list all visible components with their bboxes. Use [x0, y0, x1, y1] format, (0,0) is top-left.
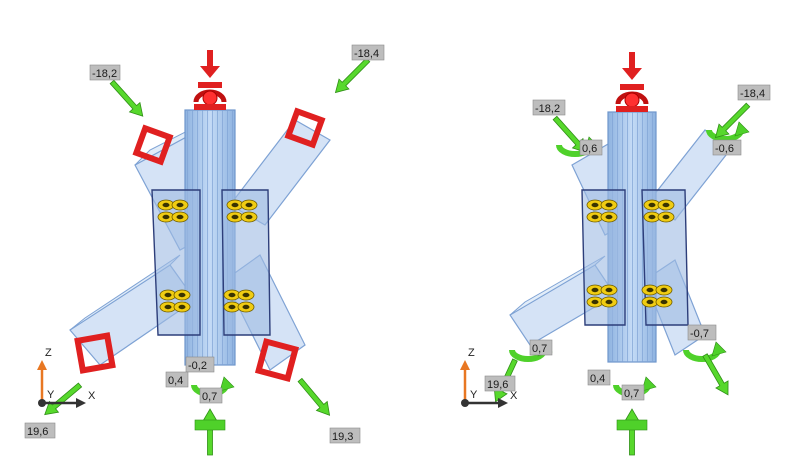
axis-triad-icon: Z Y X [37, 347, 96, 408]
svg-text:-0,6: -0,6 [715, 143, 734, 155]
green-force-arrow-icon [202, 408, 218, 456]
svg-text:-18,4: -18,4 [354, 48, 379, 60]
red-support-icon [194, 50, 226, 110]
green-force-arrow-icon [698, 351, 735, 399]
red-support-icon [616, 52, 648, 112]
value-label: -0,6 [712, 139, 742, 156]
svg-text:-18,2: -18,2 [92, 68, 117, 80]
axis-triad-icon: Z Y X [460, 347, 518, 408]
value-label: -0,7 [687, 324, 717, 341]
value-label: -18,4 [737, 84, 771, 101]
value-label: 0,7 [529, 339, 553, 356]
left-view: -18,2 -18,4 -0,2 0,4 0,7 19,6 19,3 Z Y X [24, 44, 385, 456]
svg-text:Y: Y [470, 389, 478, 401]
svg-text:Y: Y [47, 389, 55, 401]
svg-text:19,3: 19,3 [332, 431, 353, 443]
svg-text:Z: Z [468, 347, 475, 359]
svg-text:-18,2: -18,2 [535, 103, 560, 115]
value-label: 0,4 [165, 371, 189, 388]
red-support-icon [132, 124, 174, 166]
value-label: -0,2 [185, 356, 215, 373]
value-label: -18,2 [89, 64, 121, 81]
gusset-plate-left [151, 189, 201, 336]
value-label: -18,2 [532, 99, 566, 116]
svg-text:0,7: 0,7 [532, 343, 547, 355]
green-force-arrow-icon [294, 375, 336, 421]
svg-text:0,7: 0,7 [202, 391, 217, 403]
value-label: 19,6 [484, 375, 516, 392]
svg-text:X: X [88, 390, 96, 402]
svg-text:19,6: 19,6 [27, 426, 48, 438]
svg-text:-18,4: -18,4 [740, 88, 765, 100]
svg-text:19,6: 19,6 [487, 379, 508, 391]
svg-text:Z: Z [45, 347, 52, 359]
green-force-arrow-icon [624, 408, 640, 456]
value-label: 0,7 [199, 387, 223, 404]
value-label: 0,4 [587, 369, 611, 386]
value-label: 19,6 [24, 422, 56, 439]
svg-text:-0,2: -0,2 [188, 360, 207, 372]
green-force-arrow-icon [106, 76, 149, 122]
value-label: 19,3 [329, 427, 361, 444]
svg-text:0,7: 0,7 [624, 388, 639, 400]
value-label: 0,7 [621, 384, 645, 401]
green-force-arrow-icon [330, 54, 374, 98]
red-support-icon [254, 337, 300, 383]
svg-text:0,4: 0,4 [590, 373, 605, 385]
gusset-plate-right [221, 189, 271, 336]
value-label: 0,6 [579, 139, 603, 156]
svg-text:X: X [510, 390, 518, 402]
value-label: -18,4 [351, 44, 385, 61]
svg-text:0,4: 0,4 [168, 375, 183, 387]
red-support-icon [74, 332, 116, 374]
right-view: -18,2 -18,4 0,6 -0,6 -0,7 0,7 19,6 0,4 0… [460, 52, 771, 456]
svg-text:-0,7: -0,7 [690, 328, 709, 340]
svg-text:0,6: 0,6 [582, 143, 597, 155]
red-support-icon [284, 107, 326, 149]
